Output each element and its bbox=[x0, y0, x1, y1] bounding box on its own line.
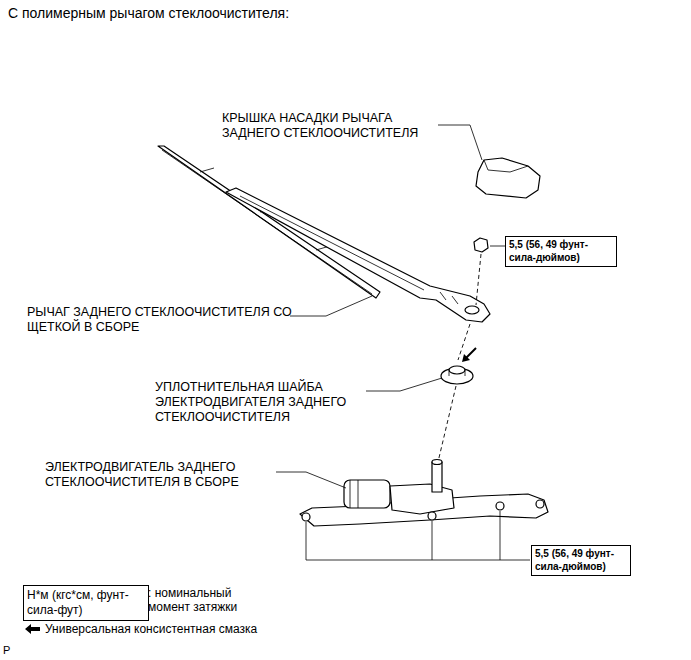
torque-value: 5,5 (56, 49 фунт-сила-дюймов) bbox=[509, 239, 613, 264]
arm-cap bbox=[476, 158, 540, 198]
leader-line bbox=[490, 246, 505, 247]
legend-text: Универсальная консистентная смазка bbox=[45, 622, 257, 636]
torque-box: 5,5 (56, 49 фунт-сила-дюймов) bbox=[505, 236, 617, 267]
wiper-blade bbox=[158, 146, 380, 298]
grease-arrow bbox=[466, 348, 476, 358]
legend-row: Универсальная консистентная смазка bbox=[24, 622, 257, 636]
leader-line bbox=[276, 472, 346, 488]
grease-arrow-symbol bbox=[24, 623, 42, 635]
part-name: УПЛОТНИТЕЛЬНАЯ ШАЙБА ЭЛЕКТРОДВИГАТЕЛЯ ЗА… bbox=[155, 380, 370, 425]
page-mark: P bbox=[3, 644, 23, 657]
wiper-arm bbox=[226, 188, 490, 322]
torque-box: Н*м (кгс*см, фунт-сила-фут) bbox=[23, 585, 149, 621]
torque-value: Н*м (кгс*см, фунт-сила-фут) bbox=[27, 588, 145, 618]
leader-line bbox=[438, 125, 482, 160]
part-name: ЭЛЕКТРОДВИГАТЕЛЬ ЗАДНЕГО СТЕКЛООЧИСТИТЕЛ… bbox=[45, 460, 273, 490]
title: С полимерным рычагом стеклоочистителя: bbox=[8, 5, 289, 22]
leader-line bbox=[290, 296, 372, 316]
bracket-line bbox=[306, 511, 530, 560]
gearbox bbox=[390, 484, 454, 514]
nut bbox=[474, 238, 488, 252]
part-name: КРЫШКА НАСАДКИ РЫЧАГА ЗАДНЕГО СТЕКЛООЧИС… bbox=[222, 111, 447, 141]
part-name: РЫЧАГ ЗАДНЕГО СТЕКЛООЧИСТИТЕЛЯ СО ЩЕТКОЙ… bbox=[27, 305, 299, 335]
shaft bbox=[432, 462, 442, 492]
legend-note: : номинальный момент затяжки bbox=[148, 586, 258, 615]
leader-line bbox=[366, 378, 442, 391]
motor-body bbox=[344, 480, 390, 508]
torque-value: 5,5 (56, 49 фунт-сила-дюймов) bbox=[535, 548, 627, 573]
assembly-line bbox=[438, 254, 481, 462]
torque-box: 5,5 (56, 49 фунт-сила-дюймов) bbox=[531, 545, 631, 576]
